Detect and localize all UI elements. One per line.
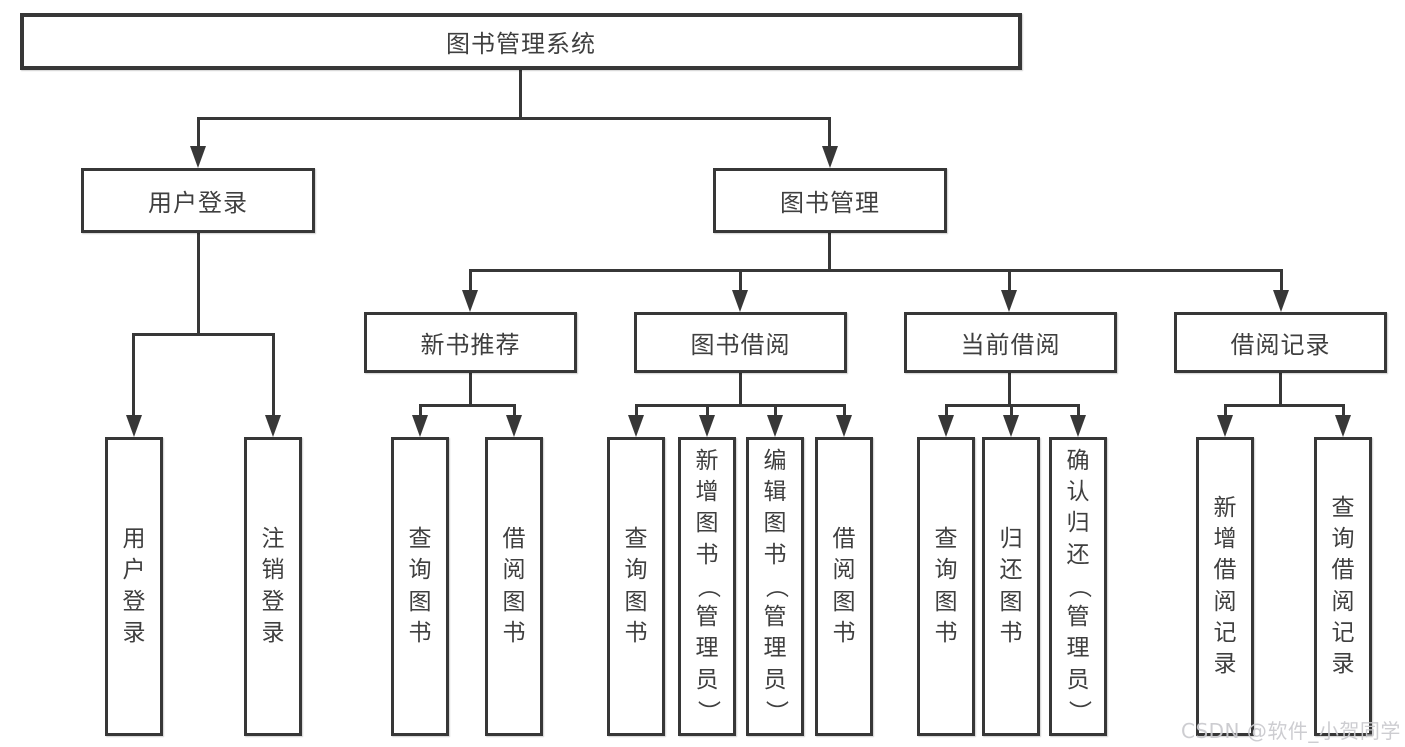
connector-group3-parent-stub [739, 373, 742, 407]
arrowhead-down-icon [822, 146, 838, 168]
leaf-borrowing-borrow-book-label: 借阅图书 [832, 525, 856, 646]
node-book-management: 图书管理 [713, 168, 947, 233]
connector-root-stub [519, 70, 522, 119]
connector-level2-horizontal [469, 269, 1283, 272]
connector-bookmgmt-stub [828, 233, 831, 271]
node-root: 图书管理系统 [20, 13, 1022, 70]
arrowhead-down-icon [462, 290, 478, 312]
connector-group4-stub-2 [1010, 404, 1013, 417]
arrowhead-down-icon [628, 415, 644, 437]
leaf-user-login-label: 用户登录 [122, 525, 146, 646]
leaf-records-add-record: 新增借阅记录 [1196, 437, 1254, 736]
node-borrowing-records: 借阅记录 [1174, 312, 1387, 373]
connector-group5-stub-1 [1224, 404, 1227, 417]
leaf-current-query-book-label: 查询图书 [934, 525, 958, 646]
connector-group5-horizontal [1224, 404, 1344, 407]
arrowhead-down-icon [1003, 415, 1019, 437]
connector-group5-parent-stub [1279, 373, 1282, 407]
arrowhead-down-icon [1070, 415, 1086, 437]
arrowhead-down-icon [265, 415, 281, 437]
leaf-borrowing-add-book-admin: 新增图书（管理员） [678, 437, 736, 736]
connector-level3-stub-4 [1280, 269, 1283, 293]
connector-group4-stub-1 [945, 404, 948, 417]
connector-group5-stub-2 [1342, 404, 1345, 417]
node-root-label: 图书管理系统 [446, 30, 596, 58]
connector-group3-stub-3 [774, 404, 777, 417]
node-user-login-branch: 用户登录 [81, 168, 315, 233]
connector-group1-stub-left [132, 333, 135, 417]
connector-level3-stub-2 [739, 269, 742, 293]
arrowhead-down-icon [412, 415, 428, 437]
node-user-login-branch-label: 用户登录 [148, 189, 248, 217]
arrowhead-down-icon [767, 415, 783, 437]
leaf-borrowing-borrow-book: 借阅图书 [815, 437, 873, 736]
leaf-recommend-borrow-book: 借阅图书 [485, 437, 543, 736]
connector-group3-horizontal [635, 404, 845, 407]
connector-group4-parent-stub [1008, 373, 1011, 407]
connector-group3-stub-2 [706, 404, 709, 417]
leaf-current-return-book: 归还图书 [982, 437, 1040, 736]
connector-level3-stub-1 [469, 269, 472, 293]
connector-level1-horizontal [197, 117, 831, 120]
arrowhead-down-icon [1217, 415, 1233, 437]
connector-group2-parent-stub [469, 373, 472, 407]
connector-group2-stub-1 [419, 404, 422, 417]
node-book-management-label: 图书管理 [780, 189, 880, 217]
leaf-records-query-record: 查询借阅记录 [1314, 437, 1372, 736]
leaf-records-add-record-label: 新增借阅记录 [1213, 494, 1237, 678]
node-new-book-recommend-label: 新书推荐 [420, 331, 521, 359]
connector-group2-stub-2 [513, 404, 516, 417]
node-book-borrowing-label: 图书借阅 [690, 331, 791, 359]
leaf-borrowing-query-book-label: 查询图书 [624, 525, 648, 646]
node-borrowing-records-label: 借阅记录 [1230, 331, 1331, 359]
leaf-recommend-query-book: 查询图书 [391, 437, 449, 736]
leaf-user-login: 用户登录 [105, 437, 163, 736]
arrowhead-down-icon [1273, 290, 1289, 312]
connector-group3-stub-4 [843, 404, 846, 417]
arrowhead-down-icon [699, 415, 715, 437]
leaf-borrowing-query-book: 查询图书 [607, 437, 665, 736]
node-current-borrowing-label: 当前借阅 [960, 331, 1061, 359]
connector-level1-stub-left [197, 117, 200, 149]
connector-group4-stub-3 [1077, 404, 1080, 417]
leaf-current-confirm-return-admin: 确认归还（管理员） [1049, 437, 1107, 736]
connector-group3-stub-1 [635, 404, 638, 417]
arrowhead-down-icon [836, 415, 852, 437]
leaf-recommend-query-book-label: 查询图书 [408, 525, 432, 646]
watermark: CSDN @软件_小贺同学 [1181, 719, 1401, 743]
arrowhead-down-icon [1335, 415, 1351, 437]
leaf-current-query-book: 查询图书 [917, 437, 975, 736]
leaf-records-query-record-label: 查询借阅记录 [1331, 494, 1355, 678]
connector-level1-stub-right [828, 117, 831, 149]
connector-group2-horizontal [419, 404, 516, 407]
node-book-borrowing: 图书借阅 [634, 312, 847, 373]
leaf-recommend-borrow-book-label: 借阅图书 [502, 525, 526, 646]
arrowhead-down-icon [506, 415, 522, 437]
node-new-book-recommend: 新书推荐 [364, 312, 577, 373]
leaf-borrowing-edit-book-admin-label: 编辑图书（管理员） [762, 447, 789, 724]
arrowhead-down-icon [732, 290, 748, 312]
connector-group1-stub-right [272, 333, 275, 417]
arrowhead-down-icon [938, 415, 954, 437]
node-current-borrowing: 当前借阅 [904, 312, 1117, 373]
leaf-current-confirm-return-admin-label: 确认归还（管理员） [1065, 447, 1092, 724]
leaf-current-return-book-label: 归还图书 [999, 525, 1023, 646]
connector-group1-horizontal [132, 333, 275, 336]
arrowhead-down-icon [1001, 290, 1017, 312]
leaf-logout-login: 注销登录 [244, 437, 302, 736]
arrowhead-down-icon [126, 415, 142, 437]
connector-userlogin-stub [197, 233, 200, 335]
leaf-logout-login-label: 注销登录 [261, 525, 285, 646]
leaf-borrowing-add-book-admin-label: 新增图书（管理员） [694, 447, 721, 724]
connector-level3-stub-3 [1008, 269, 1011, 293]
leaf-borrowing-edit-book-admin: 编辑图书（管理员） [746, 437, 804, 736]
arrowhead-down-icon [190, 146, 206, 168]
